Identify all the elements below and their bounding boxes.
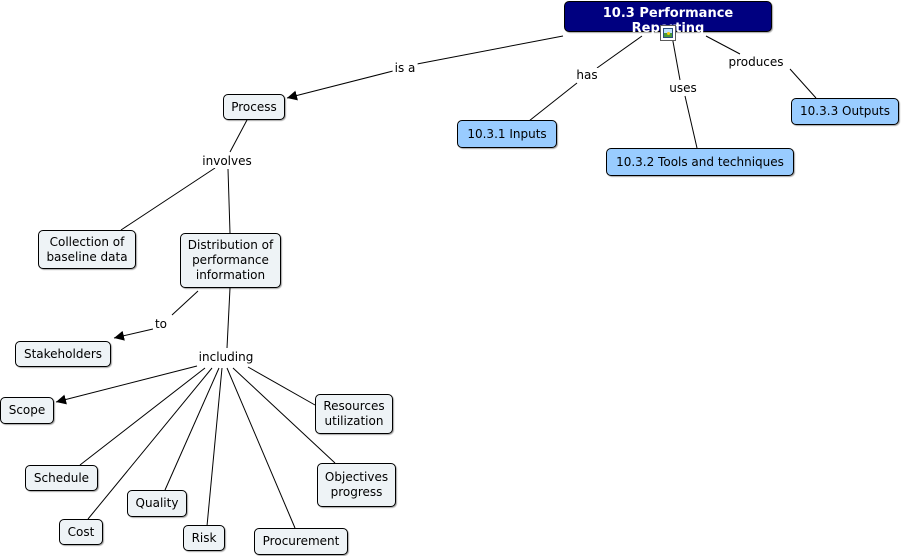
distribution-node[interactable]: Distribution of performance information <box>180 233 281 288</box>
objectives-node[interactable]: Objectives progress <box>317 463 396 507</box>
risk-label: Risk <box>191 530 217 545</box>
process-label: Process <box>231 99 277 114</box>
stakeholders-node[interactable]: Stakeholders <box>15 341 111 367</box>
outputs-label: 10.3.3 Outputs <box>800 104 890 118</box>
inputs-label: 10.3.1 Inputs <box>467 126 547 141</box>
resources-node[interactable]: Resources utilization <box>315 394 393 434</box>
risk-node[interactable]: Risk <box>183 525 225 551</box>
tools-node[interactable]: 10.3.2 Tools and techniques <box>606 148 794 176</box>
link-has: has <box>574 68 600 82</box>
scope-label: Scope <box>8 403 46 417</box>
inputs-node[interactable]: 10.3.1 Inputs <box>457 120 557 148</box>
outputs-node[interactable]: 10.3.3 Outputs <box>791 98 899 125</box>
cost-node[interactable]: Cost <box>59 519 103 545</box>
schedule-node[interactable]: Schedule <box>25 465 98 491</box>
tools-label: 10.3.2 Tools and techniques <box>616 154 784 169</box>
resources-label: Resources utilization <box>323 399 385 428</box>
collection-node[interactable]: Collection of baseline data <box>38 230 136 269</box>
image-icon[interactable] <box>660 25 676 41</box>
process-node[interactable]: Process <box>223 94 285 120</box>
distribution-label: Distribution of performance information <box>187 238 274 282</box>
link-to: to <box>152 317 170 331</box>
procurement-node[interactable]: Procurement <box>254 528 348 555</box>
link-uses: uses <box>667 81 699 95</box>
quality-label: Quality <box>135 496 179 510</box>
link-is-a: is a <box>392 61 418 75</box>
cost-label: Cost <box>67 524 95 539</box>
collection-label: Collection of baseline data <box>46 234 128 264</box>
link-including: including <box>196 350 256 364</box>
stakeholders-label: Stakeholders <box>23 346 103 361</box>
scope-node[interactable]: Scope <box>0 397 54 424</box>
link-involves: involves <box>200 154 254 168</box>
objectives-label: Objectives progress <box>324 470 389 499</box>
link-produces: produces <box>726 55 786 69</box>
schedule-label: Schedule <box>33 470 90 485</box>
quality-node[interactable]: Quality <box>127 490 187 517</box>
procurement-label: Procurement <box>262 534 340 548</box>
